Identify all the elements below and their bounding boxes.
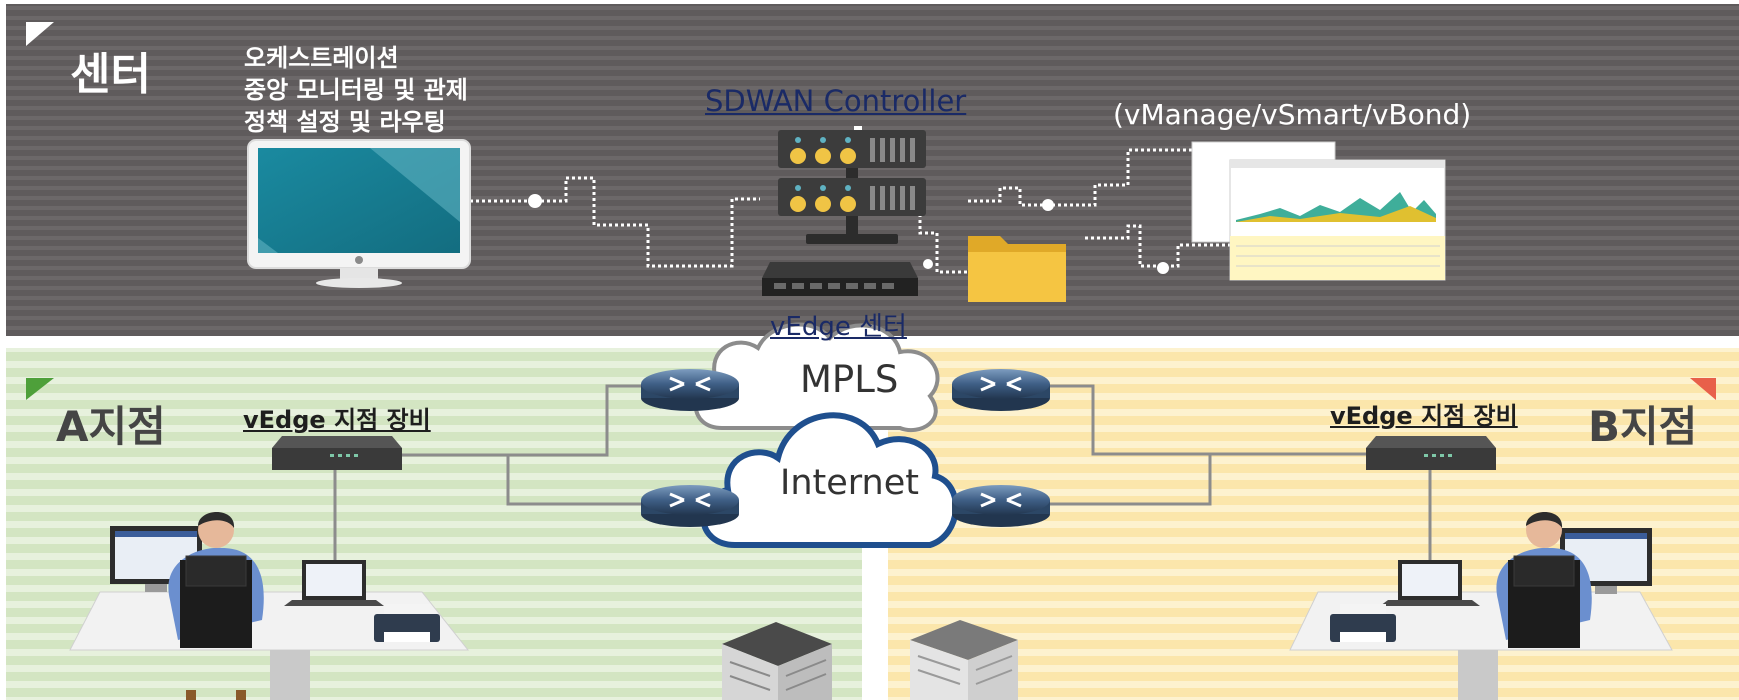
link-node — [528, 194, 542, 208]
edge-appliance-icon — [762, 262, 918, 296]
building-icon — [722, 622, 832, 700]
building-icon — [910, 620, 1018, 700]
center-description: 오케스트레이션 중앙 모니터링 및 관제 정책 설정 및 라우팅 — [244, 42, 468, 138]
link-node — [1157, 262, 1169, 274]
switch-icon — [1366, 436, 1496, 470]
branch-b-label: B지점 — [1588, 402, 1698, 451]
vedge-center-label: vEdge 센터 — [770, 312, 907, 342]
desktop-monitor-icon — [1560, 528, 1652, 594]
person-icon — [168, 512, 264, 700]
branch-b-device-label: vEdge 지점 장비 — [1330, 402, 1518, 430]
controller-title: SDWAN Controller — [705, 84, 967, 118]
folder-icon — [968, 236, 1066, 302]
router-icon — [641, 369, 739, 411]
laptop-icon — [284, 560, 384, 606]
branch-b-corner-marker — [1690, 378, 1716, 400]
server-rack-icon — [778, 130, 926, 244]
description-line: 중앙 모니터링 및 관제 — [244, 76, 468, 104]
link-node — [1042, 199, 1054, 211]
branch-a-device-label: vEdge 지점 장비 — [243, 406, 431, 434]
center-zone-label: 센터 — [70, 49, 151, 100]
person-icon — [1496, 512, 1592, 648]
monitor-icon — [247, 139, 471, 288]
branch-a-corner-marker — [26, 378, 54, 400]
description-line: 오케스트레이션 — [244, 44, 399, 72]
dashboard-screenshot-icon — [1191, 141, 1446, 281]
center-corner-marker — [26, 22, 54, 46]
laptop-icon — [1380, 560, 1480, 606]
switch-icon — [272, 436, 402, 470]
internet-label: Internet — [780, 463, 919, 503]
branch-a-label: A지점 — [56, 402, 166, 451]
router-icon — [641, 485, 739, 527]
router-icon — [952, 369, 1050, 411]
link-node — [923, 259, 933, 269]
center-dotted-links — [470, 148, 1230, 274]
printer-icon — [1330, 604, 1396, 642]
desktop-monitor-icon — [110, 526, 202, 592]
controller-components: (vManage/vSmart/vBond) — [1113, 98, 1472, 131]
description-line: 정책 설정 및 라우팅 — [244, 108, 446, 136]
router-icon — [952, 485, 1050, 527]
mpls-label: MPLS — [800, 358, 899, 401]
printer-icon — [374, 604, 440, 642]
branch-links — [333, 384, 1432, 560]
